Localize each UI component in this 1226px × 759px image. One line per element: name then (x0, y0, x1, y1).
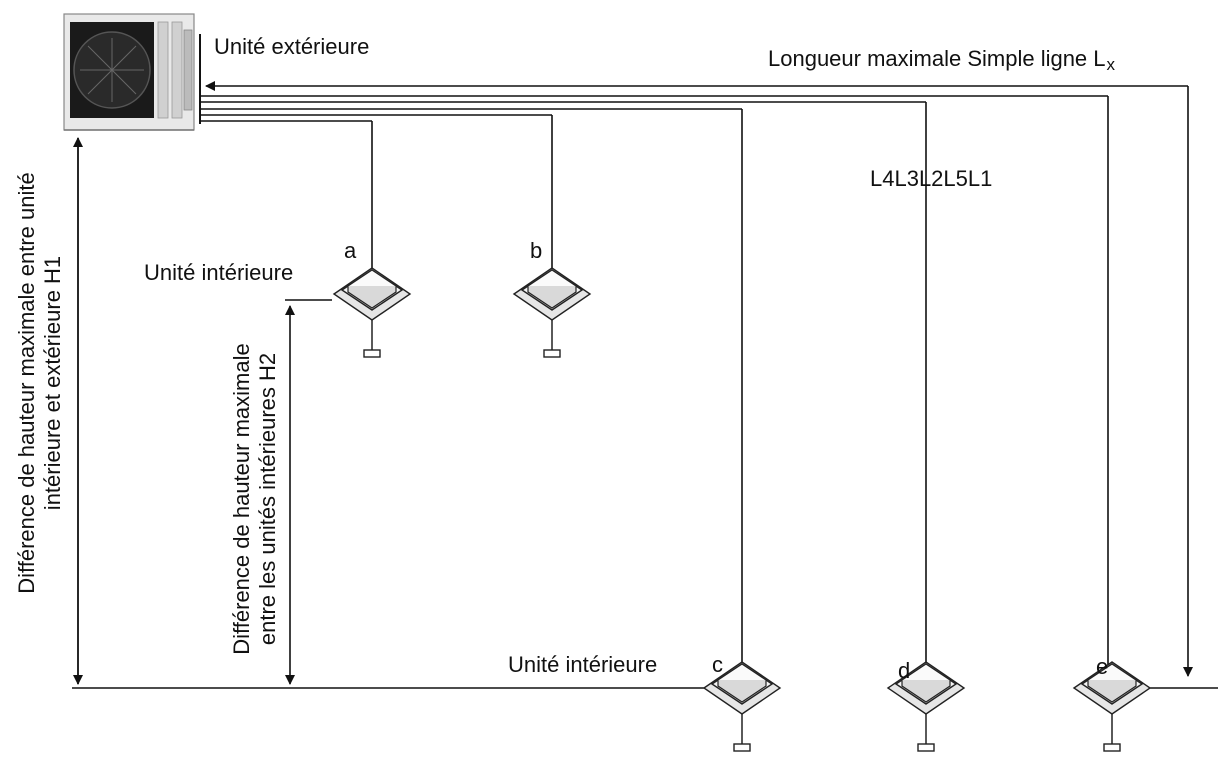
h1-label-line1: Différence de hauteur maximale entre uni… (14, 172, 39, 594)
h1-label-line2: intérieure et extérieure H1 (40, 255, 65, 511)
max-length-arrow (205, 81, 1193, 677)
indoor-unit-b-icon (513, 267, 591, 358)
h2-label-line1: Différence de hauteur maximale (229, 343, 254, 655)
indoor-unit-top-label: Unité intérieure (144, 260, 294, 285)
unit-letter-c: c (712, 652, 723, 677)
indoor-unit-e-icon (1073, 661, 1151, 752)
unit-letter-a: a (344, 238, 357, 263)
segment-labels: L4L3L2L5L1 (870, 166, 993, 191)
unit-letter-e: e (1096, 654, 1109, 679)
max-length-subscript: x (1106, 55, 1116, 74)
h2-label: Différence de hauteur maximale entre les… (229, 299, 281, 699)
max-length-text: Longueur maximale Simple ligne L (768, 46, 1106, 71)
unit-letter-d: d (898, 658, 911, 683)
h1-label: Différence de hauteur maximale entre uni… (14, 103, 66, 663)
outdoor-unit-label: Unité extérieure (214, 34, 370, 59)
max-length-label: Longueur maximale Simple ligne Lx (768, 46, 1115, 74)
indoor-unit-bottom-label: Unité intérieure (508, 652, 658, 677)
h2-label-line2: entre les unités intérieures H2 (255, 352, 280, 646)
pipe-network (199, 34, 1109, 686)
indoor-unit-a-icon (333, 267, 411, 358)
outdoor-unit-icon (63, 13, 195, 131)
unit-letter-b: b (530, 238, 543, 263)
